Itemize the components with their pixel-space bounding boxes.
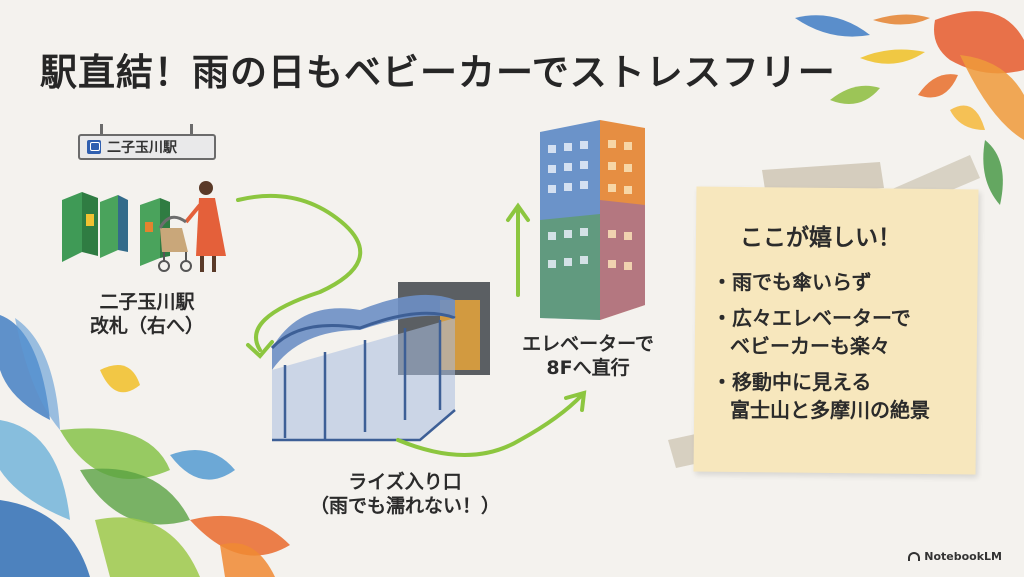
route-arrows — [236, 193, 587, 457]
station-sign: 二子玉川駅 — [78, 134, 216, 160]
note-item-3: ・移動中に見える — [712, 370, 872, 394]
note-item-1: ・雨でも傘いらず — [712, 270, 872, 294]
note-item-3-cont: 富士山と多摩川の絶景 — [730, 398, 930, 422]
ticket-gates — [62, 192, 170, 266]
footer-brand-text: NotebookLM — [924, 550, 1002, 563]
bottom-left-leaves — [0, 315, 290, 577]
step-ticket-gate-line2: 改札（右へ） — [89, 315, 204, 337]
sign-hanger-left — [100, 124, 103, 134]
step-ticket-gate-line1: 二子玉川駅 — [99, 291, 195, 313]
page-title: 駅直結！雨の日もベビーカーでストレスフリー — [40, 51, 836, 94]
notebook-icon — [908, 552, 921, 561]
note-item-2: ・広々エレベーターで — [712, 306, 911, 330]
step-elevator: エレベーターで 8Fへ直行 — [508, 332, 668, 380]
step-elevator-line2: 8Fへ直行 — [546, 357, 630, 379]
train-icon — [87, 140, 101, 154]
footer-brand: NotebookLM — [908, 550, 1002, 563]
step-ticket-gate: 二子玉川駅 改札（右へ） — [82, 290, 212, 338]
station-sign-text: 二子玉川駅 — [107, 140, 177, 156]
sign-hanger-right — [190, 124, 193, 134]
note-title: ここが嬉しい！ — [740, 225, 901, 251]
top-right-leaves — [795, 11, 1024, 205]
step-rise-entrance-line2: （雨でも濡れない！） — [309, 495, 500, 517]
step-rise-entrance: ライズ入り口 （雨でも濡れない！） — [305, 470, 505, 518]
step-elevator-line1: エレベーターで — [522, 333, 654, 355]
note-items: ・雨でも傘いらず ・広々エレベーターで ベビーカーも楽々 ・移動中に見える 富士… — [712, 268, 930, 424]
mother-with-stroller — [158, 181, 226, 272]
building — [540, 120, 645, 320]
step-rise-entrance-line1: ライズ入り口 — [348, 471, 462, 493]
covered-walkway — [270, 282, 490, 442]
note-item-2-cont: ベビーカーも楽々 — [730, 334, 890, 358]
